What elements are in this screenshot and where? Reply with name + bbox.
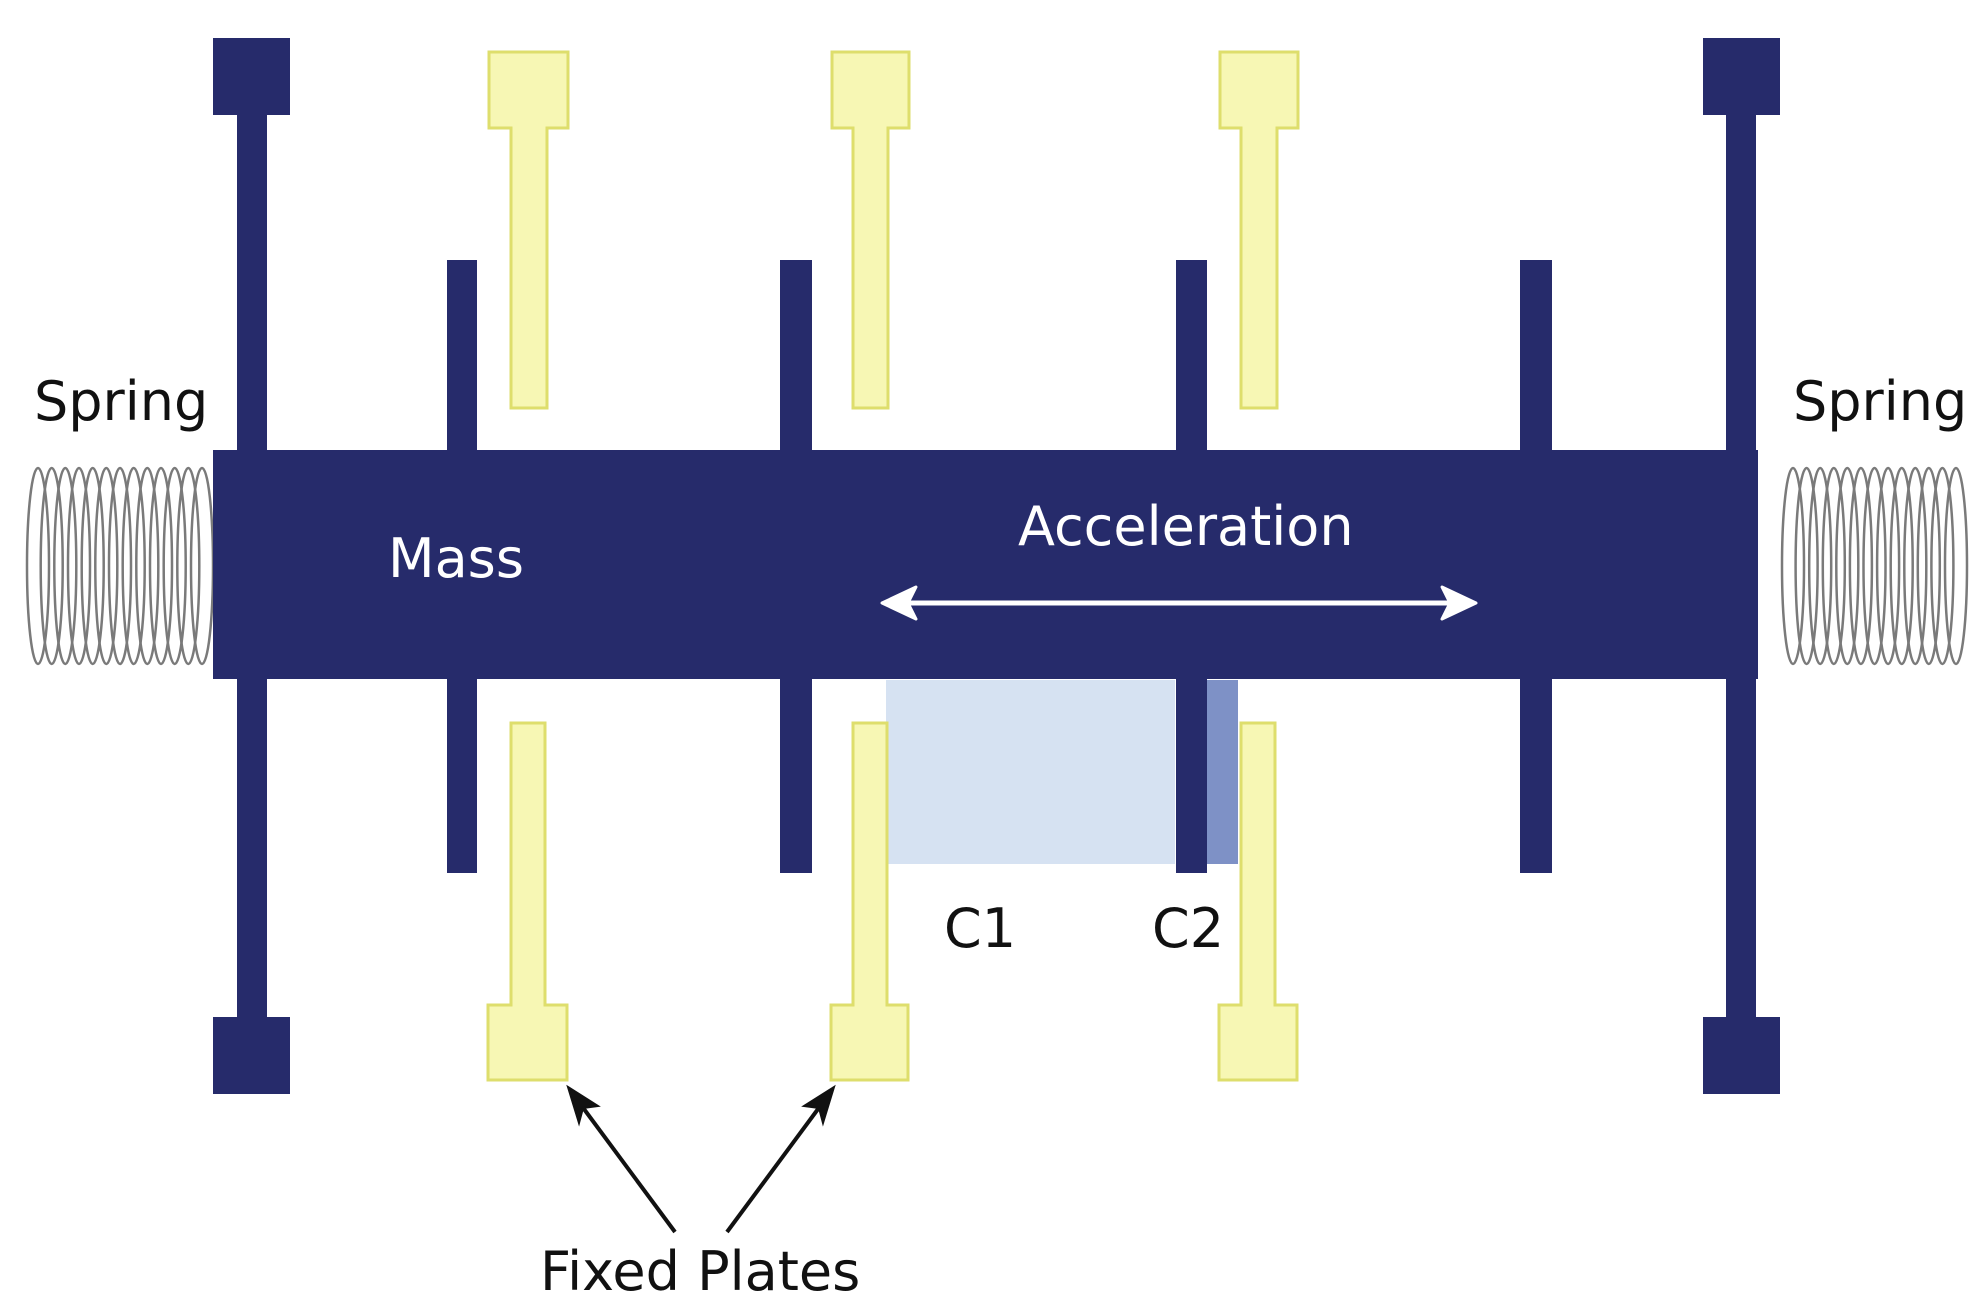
mass-body — [213, 450, 1758, 679]
movable-finger-bottom-3 — [1176, 675, 1207, 873]
fixed-plates-top — [487, 50, 1300, 410]
movable-finger-top-2 — [780, 260, 812, 455]
spring-coil-loop — [1875, 466, 1901, 666]
spring-coil-loop — [162, 466, 187, 666]
proof-mass — [213, 38, 1780, 1094]
spring-coil-loop — [1916, 466, 1942, 666]
right-anchor-top — [1703, 38, 1780, 115]
movable-finger-top-3 — [1176, 260, 1207, 455]
right-beam — [1726, 110, 1756, 1022]
fixed-plate-top-3 — [1218, 50, 1300, 410]
fixed-plates-pointer-arrows — [566, 1084, 836, 1234]
spring-coil-loop — [107, 466, 133, 666]
spring-coil-loop — [176, 466, 201, 666]
left-beam — [237, 110, 267, 1022]
spring-coil-loop — [189, 466, 215, 666]
spring-coil-loop — [53, 466, 78, 666]
fixed-plate-top-1 — [487, 50, 570, 410]
left-spring — [25, 466, 215, 666]
right-spring — [1780, 466, 1969, 666]
spring-coil-loop — [1794, 466, 1819, 666]
fixed-plates-label: Fixed Plates — [540, 1240, 860, 1297]
spring-coil-loop — [1821, 466, 1847, 666]
movable-finger-top-4 — [1520, 260, 1552, 455]
movable-finger-bottom-1 — [447, 675, 477, 873]
movable-finger-bottom-4 — [1520, 675, 1552, 873]
spring-coil-loop — [1903, 466, 1928, 666]
spring-coil-loop — [121, 466, 146, 666]
fixed-plates-bottom — [486, 721, 1299, 1082]
fixed-plate-bottom-1 — [486, 721, 569, 1082]
spring-coil-loop — [1889, 466, 1914, 666]
spring-left-label: Spring — [34, 370, 208, 433]
spring-coil-loop — [148, 466, 174, 666]
spring-coil-loop — [1943, 466, 1969, 666]
spring-coil-loop — [1848, 466, 1874, 666]
spring-coil-loop — [135, 466, 160, 666]
movable-finger-bottom-2 — [780, 675, 812, 873]
left-anchor-bottom — [213, 1017, 290, 1094]
spring-coil-loop — [25, 466, 51, 666]
fixed-plate-bottom-2 — [829, 721, 910, 1082]
fixed-plate-top-2 — [830, 50, 911, 410]
right-anchor-bottom — [1703, 1017, 1780, 1094]
spring-coil-loop — [1862, 466, 1887, 666]
spring-coil-loop — [1780, 466, 1806, 666]
spring-coil-loop — [39, 466, 64, 666]
spring-coil-loop — [1807, 466, 1833, 666]
spring-coil-loop — [80, 466, 105, 666]
spring-coil-loop — [66, 466, 92, 666]
c1-label: C1 — [944, 897, 1016, 960]
mass-label: Mass — [388, 527, 524, 590]
spring-coil-loop — [1930, 466, 1955, 666]
movable-finger-top-1 — [447, 260, 477, 455]
c2-label: C2 — [1152, 897, 1224, 960]
acceleration-label: Acceleration — [1018, 495, 1354, 558]
left-anchor-top — [213, 38, 290, 115]
acceleration-arrow — [880, 585, 1478, 621]
c2-capacitance-region — [1202, 680, 1238, 864]
c1-capacitance-region — [886, 680, 1175, 864]
fixed-plate-bottom-3 — [1217, 721, 1299, 1082]
spring-coil-loop — [94, 466, 119, 666]
spring-coil-loop — [1835, 466, 1860, 666]
pointer-arrow-right — [725, 1103, 823, 1234]
pointer-arrow-left — [579, 1103, 677, 1234]
spring-right-label: Spring — [1793, 370, 1967, 433]
